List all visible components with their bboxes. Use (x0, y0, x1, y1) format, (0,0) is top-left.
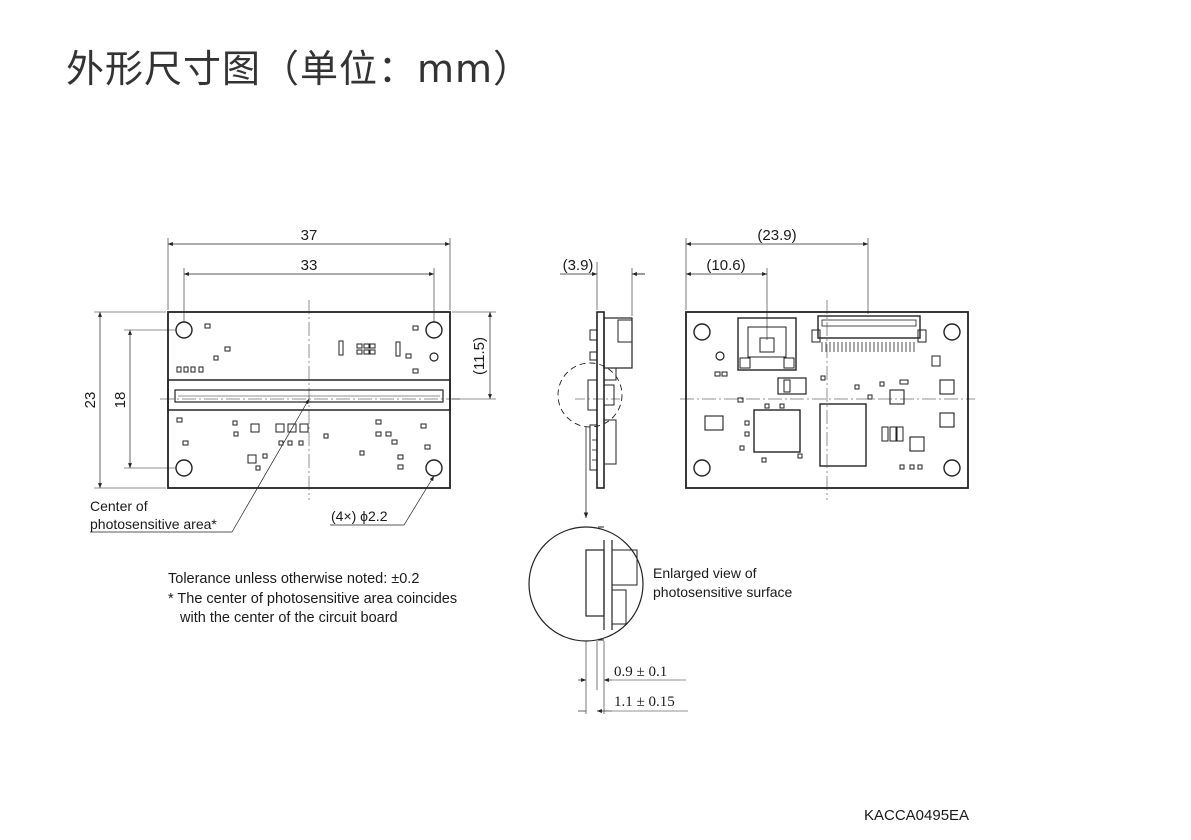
enlarge-marker-circle (557, 362, 623, 428)
rear-hole-bl (693, 459, 711, 477)
mounting-hole-bl (175, 459, 193, 477)
enlarged-label-line2: photosensitive surface (653, 584, 793, 600)
fpc-connector (817, 315, 921, 339)
ic-memory (819, 403, 867, 467)
hole-diameter-label: (4×) ϕ2.2 (331, 508, 388, 524)
dim-width-holes-label: 33 (301, 257, 318, 274)
dim-center-height-label: (11.5) (471, 337, 488, 375)
tolerance-note: Tolerance unless otherwise noted: ±0.2 (168, 571, 419, 587)
dim-height-outer-label: 23 (82, 392, 99, 409)
dim-width-outer-label: 37 (301, 227, 318, 244)
center-label-line1: Center of (90, 498, 148, 514)
dim-connector-right-label: (23.9) (757, 227, 796, 244)
front-view (90, 238, 496, 533)
dim-surface-2-label: 1.1 ± 0.15 (614, 694, 675, 710)
mounting-hole-tr (425, 321, 443, 339)
note-line2: with the center of the circuit board (179, 610, 398, 626)
dim-usb-center-label: (10.6) (706, 257, 745, 274)
side-view (528, 262, 688, 714)
dim-surface-1-label: 0.9 ± 0.1 (614, 664, 667, 680)
mounting-hole-br (425, 459, 443, 477)
note-line1: * The center of photosensitive area coin… (168, 591, 457, 607)
rear-hole-tr (943, 323, 961, 341)
rear-hole-br (943, 459, 961, 477)
page-title: 外形尺寸图（单位：mm） (66, 47, 533, 91)
rear-view (680, 238, 975, 500)
rear-hole-tl (693, 323, 711, 341)
dim-thickness-label: (3.9) (563, 257, 594, 274)
mounting-hole-tl (175, 321, 193, 339)
side-board (596, 311, 605, 489)
dim-height-holes-label: 18 (112, 392, 129, 409)
ic-main (753, 409, 801, 453)
enlarged-label-line1: Enlarged view of (653, 565, 757, 581)
drawing-code: KACCA0495EA (864, 807, 969, 824)
front-components (176, 323, 431, 471)
center-label-line2: photosensitive area* (90, 516, 217, 532)
